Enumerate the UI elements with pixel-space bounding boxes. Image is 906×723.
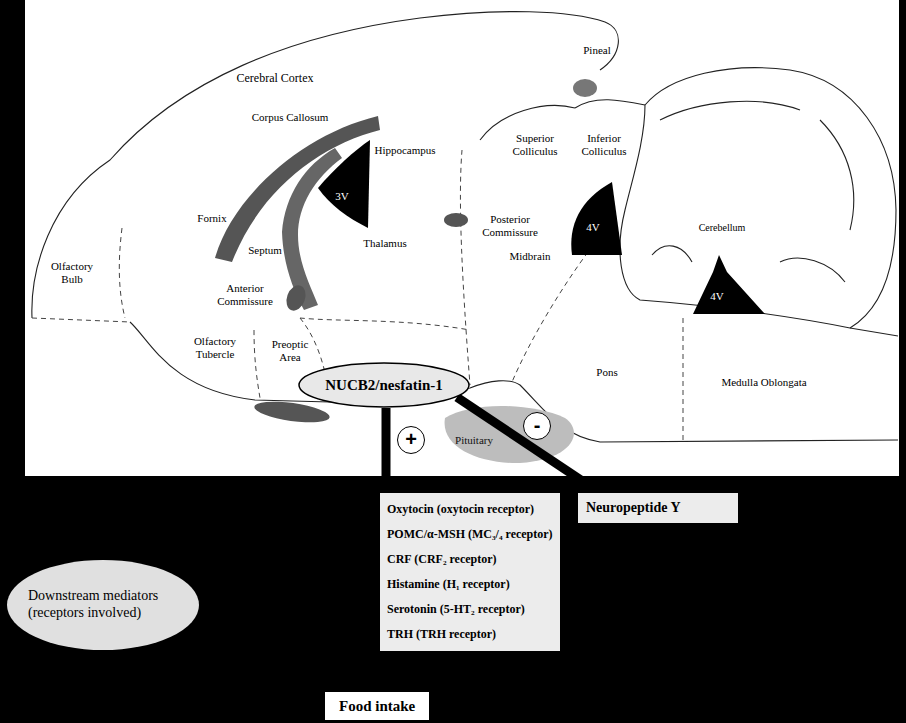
region-label: Midbrain — [510, 250, 551, 263]
inferior-colliculus-outline — [575, 100, 645, 108]
key-text: Downstream mediators (receptors involved… — [28, 588, 178, 622]
optic-chiasm — [253, 398, 331, 426]
dashed-boundary — [119, 228, 125, 318]
key-ellipse: Downstream mediators (receptors involved… — [6, 559, 200, 651]
mediator-box: Oxytocin (oxytocin receptor)POMC/α-MSH (… — [380, 493, 560, 651]
dashed-boundary — [32, 318, 130, 322]
connector-line — [382, 408, 391, 493]
brainstem-dorsal-contour — [850, 328, 898, 336]
region-label: Olfactory Tubercle — [182, 335, 248, 360]
region-label: Preoptic Area — [262, 338, 318, 363]
fourth-ventricle — [693, 255, 765, 314]
dashed-boundary — [460, 150, 470, 385]
region-label: Anterior Commissure — [210, 282, 280, 307]
mediator-text: Serotonin (5-HT₂ receptor) — [387, 597, 553, 622]
fourth-ventricle — [571, 182, 622, 255]
region-label: Thalamus — [363, 237, 406, 250]
node-text-group: Food intake — [339, 697, 415, 715]
region-label: Pituitary — [455, 434, 493, 447]
posterior-commissure — [444, 213, 468, 227]
inhibited-box: Neuropeptide Y — [578, 493, 738, 523]
cerebellar-folium — [660, 101, 800, 120]
region-label: Hippocampus — [374, 144, 435, 157]
dashed-boundary — [512, 252, 588, 382]
signal-ellipse: NUCB2/nesfatin-1 — [298, 362, 470, 408]
ventricle-label: 3V — [335, 190, 348, 203]
region-label: Cerebral Cortex — [237, 72, 314, 86]
region-label: Olfactory Bulb — [42, 260, 102, 285]
cerebellum-outline — [620, 68, 896, 328]
mediator-text: Oxytocin (oxytocin receptor) — [387, 497, 553, 522]
node-text-group: NUCB2/nesfatin-1 — [325, 376, 443, 394]
node-text-group: Neuropeptide Y — [586, 499, 730, 517]
region-label: Pons — [596, 366, 617, 379]
ventricle-label: 4V — [710, 290, 723, 303]
anterior-commissure — [283, 283, 309, 314]
mediator-text: Histamine (H₁ receptor) — [387, 572, 553, 597]
outcome-box: Food intake — [325, 692, 429, 720]
edge-sign: + — [397, 426, 425, 454]
dashed-boundary — [254, 330, 260, 398]
region-label: Fornix — [197, 212, 226, 225]
node-text-group: Downstream mediators (receptors involved… — [28, 588, 178, 622]
outcome-text: Food intake — [339, 697, 415, 715]
dashed-boundary — [683, 318, 684, 442]
ventricle-label: 4V — [586, 221, 599, 234]
third-ventricle — [318, 140, 370, 228]
mediator-text: TRH (TRH receptor) — [387, 622, 553, 647]
region-label: Pineal — [583, 44, 611, 57]
edge-sign: - — [523, 412, 551, 440]
inhibited-text: Neuropeptide Y — [586, 499, 730, 517]
region-label: Septum — [248, 244, 282, 257]
cerebellar-folium — [652, 246, 692, 262]
region-label: Superior Colliculus — [504, 132, 566, 157]
pineal-gland — [573, 79, 597, 97]
region-label: Inferior Colliculus — [575, 132, 633, 157]
signal-name: NUCB2/nesfatin-1 — [325, 376, 443, 394]
region-label: Cerebellum — [699, 222, 746, 234]
mediator-text: CRF (CRF₂ receptor) — [387, 547, 553, 572]
dorsal-contour — [32, 12, 619, 318]
cerebellar-folium — [820, 120, 854, 230]
brain-outline — [32, 12, 898, 442]
ellipse-shape — [7, 560, 199, 650]
mediator-text: POMC/α-MSH (MC₃/₄ receptor) — [387, 522, 553, 547]
region-label: Medulla Oblongata — [721, 376, 806, 389]
node-text-group: Oxytocin (oxytocin receptor)POMC/α-MSH (… — [387, 497, 553, 647]
region-label: Corpus Callosum — [252, 111, 329, 124]
dashed-boundary — [300, 318, 470, 330]
cerebellar-folium — [780, 258, 845, 282]
region-label: Posterior Commissure — [471, 213, 549, 238]
ellipse-shape — [299, 363, 469, 407]
